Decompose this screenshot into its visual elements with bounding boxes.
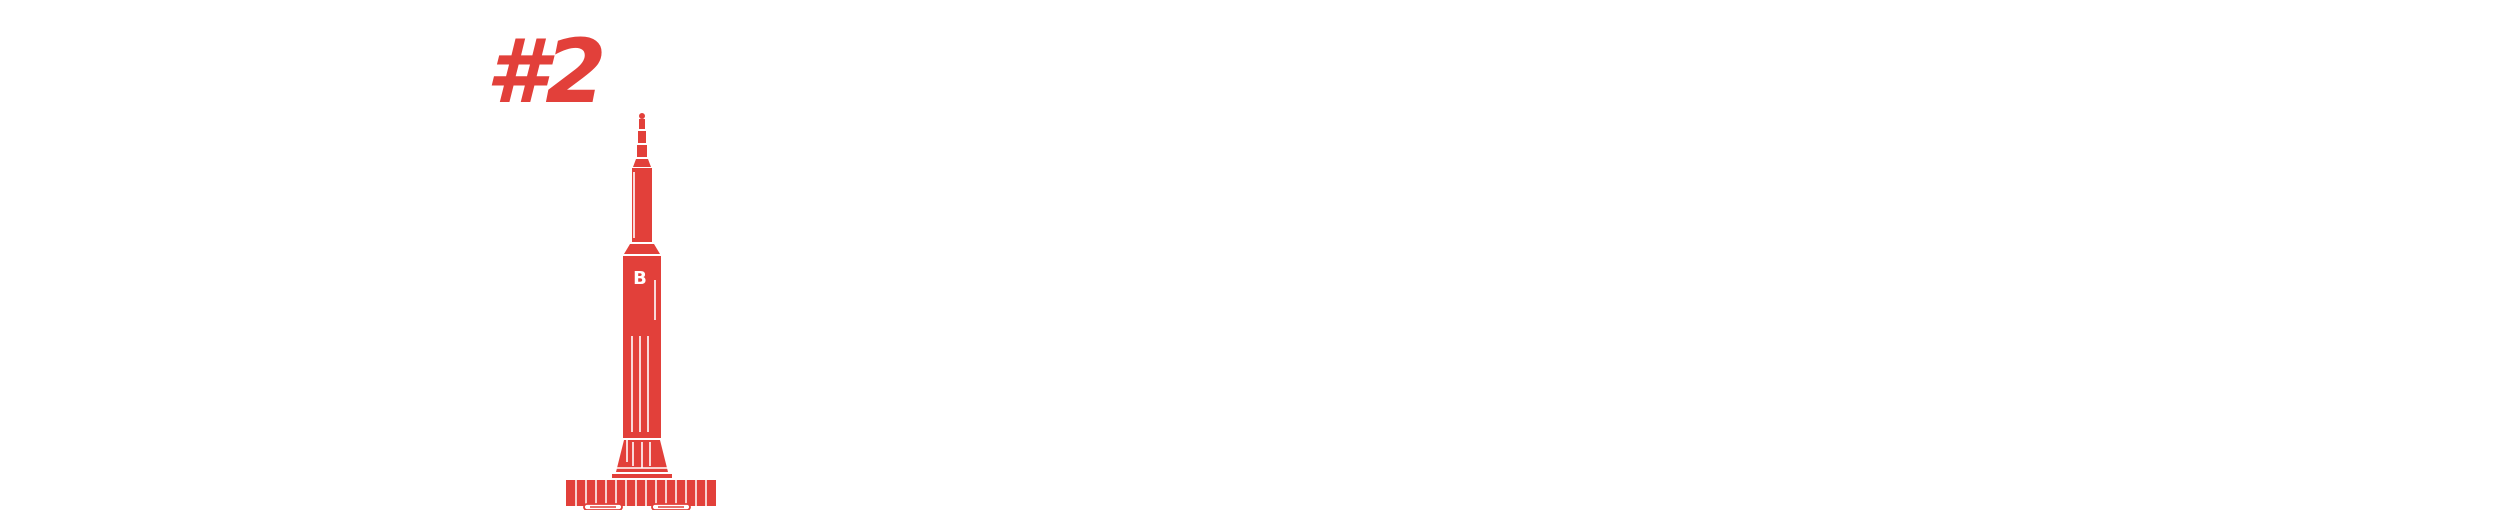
crawler-platform xyxy=(566,480,716,506)
rocket-base-plate xyxy=(612,474,672,478)
rocket-emblem-letter: B xyxy=(633,268,647,289)
rocket-interstage xyxy=(624,244,660,254)
rocket-upper-stage xyxy=(632,168,652,242)
crawler-track-right xyxy=(651,503,691,510)
rocket-spire-segment xyxy=(638,131,646,143)
crawler-platform-dividers xyxy=(575,480,707,506)
rocket-spire-segment xyxy=(637,145,647,157)
rocket-upper-shoulder xyxy=(633,159,651,167)
crawler-track-left xyxy=(583,503,623,510)
rocket-on-launch-crawler-icon: B xyxy=(566,113,716,510)
rank-badge: #2 xyxy=(486,20,606,123)
rocket-tip xyxy=(639,113,645,119)
rocket-spire-segment xyxy=(639,119,645,129)
